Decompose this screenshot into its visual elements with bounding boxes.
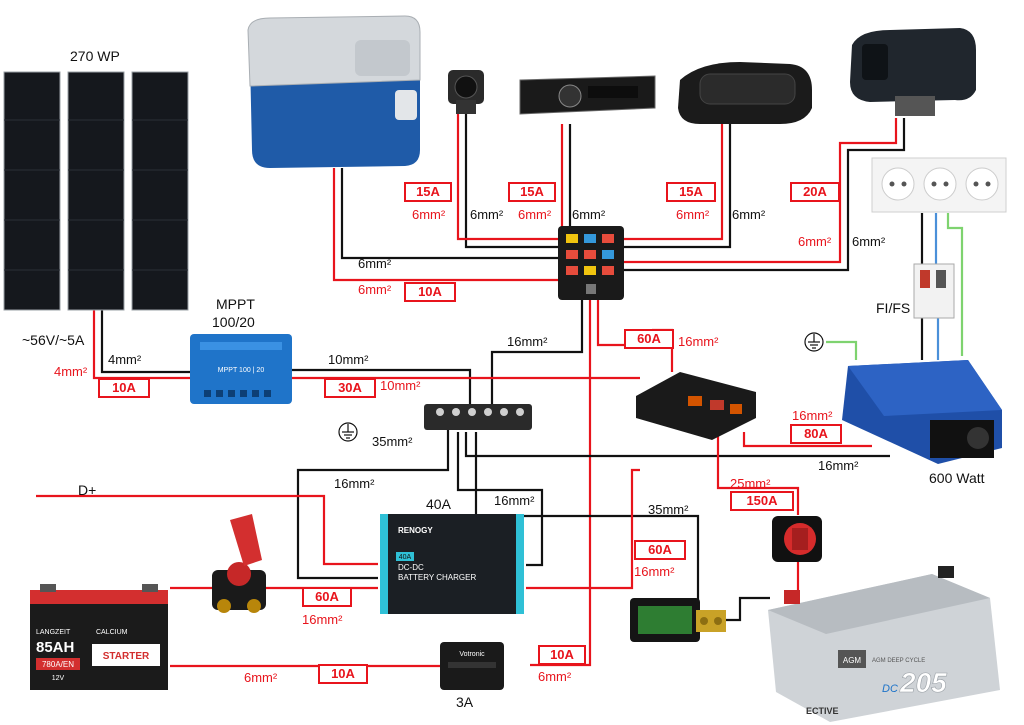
starter-ah-text: 85AH xyxy=(36,639,74,656)
mppt-controller: MPPT 100 | 20 xyxy=(190,334,292,404)
battery-switch-main xyxy=(772,516,822,562)
fuse-cooler: 10A xyxy=(404,282,456,302)
solar-voltage-label: ~56V/~5A xyxy=(22,332,85,348)
wire-label-main-red: 25mm² xyxy=(730,476,771,491)
trickle-charger: Votronic xyxy=(440,642,504,690)
fuse-charger-out: 60A xyxy=(634,540,686,560)
starter-label-text: STARTER xyxy=(103,651,150,662)
starter-battery: LANGZEIT 85AH 780A/EN 12V CALCIUM STARTE… xyxy=(30,584,168,690)
agm-brand-text: ECTIVE xyxy=(806,706,839,716)
wire-label-cooler-black: 6mm² xyxy=(358,256,392,271)
inverter-rating-label: 600 Watt xyxy=(929,470,985,486)
mppt-model-text: MPPT 100 | 20 xyxy=(218,367,265,374)
wire-label-starter-red: 16mm² xyxy=(302,612,343,627)
cooler-box xyxy=(247,15,421,168)
agm-desc-text: AGM DEEP CYCLE xyxy=(872,658,925,664)
charger-line2-text: BATTERY CHARGER xyxy=(398,573,476,582)
wire-label-charger-out-red: 16mm² xyxy=(634,564,675,579)
diesel-heater xyxy=(850,28,976,116)
wire-label-radio-black: 6mm² xyxy=(572,207,606,222)
fuse-block xyxy=(558,226,624,300)
fuse-heater: 20A xyxy=(790,182,840,202)
wire-label-socket-red: 6mm² xyxy=(412,207,446,222)
shunt xyxy=(696,610,726,632)
dplus-label: D+ xyxy=(78,482,97,498)
fuse-trickle-in: 10A xyxy=(318,664,368,684)
ground-symbol-inverter xyxy=(804,332,824,352)
fuse-starter: 60A xyxy=(302,587,352,607)
agm-badge-text: AGM xyxy=(843,656,862,665)
fuse-mppt: 30A xyxy=(324,378,376,398)
wire-label-fuseblock-ground: 16mm² xyxy=(507,334,548,349)
wire-label-mppt-black: 10mm² xyxy=(328,352,369,367)
fuse-fuseblock-feed: 60A xyxy=(624,329,674,349)
wire-label-busbar-ground: 35mm² xyxy=(372,434,413,449)
wire-label-charger-black-left: 16mm² xyxy=(334,476,375,491)
starter-sub-text: CALCIUM xyxy=(96,629,128,636)
wire-label-sub-red: 6mm² xyxy=(676,207,710,222)
wire-label-inverter-black: 16mm² xyxy=(818,458,859,473)
wire-label-heater-red: 6mm² xyxy=(798,234,832,249)
charger-line1-text: DC-DC xyxy=(398,563,424,572)
charger-brand-text: RENOGY xyxy=(398,526,433,535)
rcd-label: FI/FS xyxy=(876,300,911,316)
solar-rating-label: 270 WP xyxy=(70,48,120,64)
fuse-inverter: 80A xyxy=(790,424,842,444)
charger-rating-label: 40A xyxy=(426,496,451,512)
fuse-socket: 15A xyxy=(404,182,452,202)
wire-label-charger-black-right: 16mm² xyxy=(494,493,535,508)
wires xyxy=(36,112,964,668)
mega-fuse-holder xyxy=(636,372,756,440)
fuse-trickle-out: 10A xyxy=(538,645,586,665)
wire-label-trickle-red: 6mm² xyxy=(244,670,278,685)
agm-battery: AGM AGM DEEP CYCLE 205 DC ECTIVE xyxy=(768,566,1000,722)
solar-panels xyxy=(3,71,189,311)
wire-label-sub-black: 6mm² xyxy=(732,207,766,222)
car-radio xyxy=(519,75,656,115)
wire-label-inverter-red: 16mm² xyxy=(792,408,833,423)
wire-label-shunt-black: 35mm² xyxy=(648,502,689,517)
agm-capacity-text: 205 xyxy=(899,667,947,698)
wire-label-mppt-red: 10mm² xyxy=(380,378,421,393)
inverter xyxy=(842,360,1002,464)
battery-monitor xyxy=(630,598,700,642)
agm-series-text: DC xyxy=(882,683,898,695)
starter-cca-text: 780A/EN xyxy=(42,660,74,669)
subwoofer xyxy=(678,62,812,124)
wire-label-solar-black: 4mm² xyxy=(108,352,142,367)
wall-sockets xyxy=(871,157,1007,213)
wire-label-heater-black: 6mm² xyxy=(852,234,886,249)
dcdc-charger: RENOGY 40A DC-DC BATTERY CHARGER xyxy=(380,514,524,614)
trickle-rating-label: 3A xyxy=(456,694,474,710)
fuse-main: 150A xyxy=(730,491,794,511)
wire-label-radio-red: 6mm² xyxy=(518,207,552,222)
ground-busbar xyxy=(424,404,532,430)
wire-label-trickle-out-red: 6mm² xyxy=(538,669,572,684)
mppt-title-line1: MPPT xyxy=(216,296,255,312)
fuse-subwoofer: 15A xyxy=(666,182,716,202)
wire-label-cooler-red: 6mm² xyxy=(358,282,392,297)
starter-volt-text: 12V xyxy=(52,675,65,682)
starter-brand-text: LANGZEIT xyxy=(36,629,71,636)
wire-label-fuseblock-feed: 16mm² xyxy=(678,334,719,349)
fuse-radio: 15A xyxy=(508,182,556,202)
trickle-brand-text: Votronic xyxy=(459,651,485,658)
wire-label-socket-black: 6mm² xyxy=(470,207,504,222)
rcd-breaker xyxy=(913,263,955,319)
battery-switch-starter xyxy=(212,514,266,613)
ground-symbol-busbar xyxy=(338,422,358,442)
usb-socket xyxy=(448,70,484,114)
fuse-solar: 10A xyxy=(98,378,150,398)
charger-badge-text: 40A xyxy=(399,554,412,561)
wire-label-solar-red: 4mm² xyxy=(54,364,88,379)
mppt-title-line2: 100/20 xyxy=(212,314,255,330)
